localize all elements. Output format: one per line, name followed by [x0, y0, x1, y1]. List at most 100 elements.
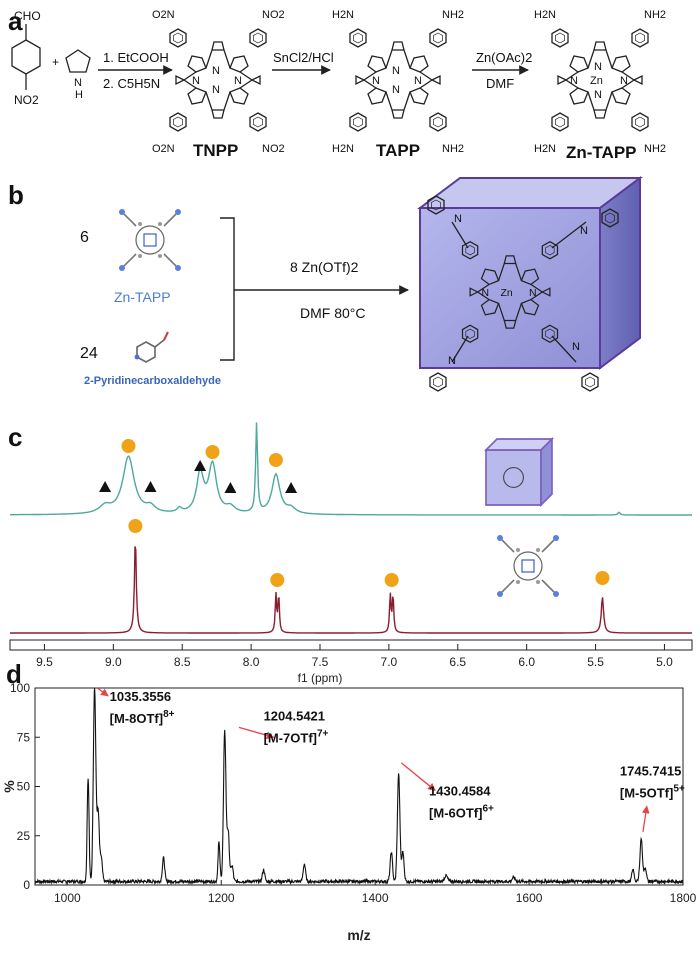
pyridinecarboxaldehyde-3d-model	[134, 331, 169, 363]
ms-peak-charge-label: 6+	[482, 803, 494, 814]
step1-condition-2: 2. C5H5N	[103, 76, 160, 91]
pyrrole-h-label: H	[75, 89, 83, 101]
pyrrole-structure: N H	[65, 49, 91, 101]
nmr-tick-label: 7.0	[381, 655, 398, 669]
cage-nmr-trace	[10, 422, 692, 516]
svg-text:N: N	[234, 75, 242, 87]
ms-y-tick-label: 50	[17, 780, 31, 794]
compound-tapp-label: TAPP	[376, 141, 420, 160]
ms-peak-charge-label: 7+	[317, 729, 329, 740]
cage-thumbnail	[484, 437, 554, 507]
proton-marker-circle	[128, 519, 143, 533]
zntapp-nh2-bl: H2N	[534, 143, 556, 155]
svg-text:N: N	[212, 84, 220, 96]
ms-peak-arrow	[400, 762, 436, 791]
pyrrole-nh-label: N	[74, 77, 82, 89]
cage-cube-illustration: Zn N N N N N N	[417, 176, 643, 392]
nmr-tick-label: 6.5	[449, 655, 466, 669]
tnpp-no2-tr: NO2	[262, 9, 285, 21]
tnpp-structure: N N N N O2N NO2 O2N NO2	[152, 9, 285, 155]
ms-x-tick-label: 1200	[208, 891, 235, 905]
tapp-nh2-bl: H2N	[332, 143, 354, 155]
nitro-group-label: NO2	[14, 93, 39, 107]
nmr-tick-label: 7.5	[312, 655, 329, 669]
tapp-nh2-tl: H2N	[332, 9, 354, 21]
ms-peak-ion-label: [M-7OTf]7+	[264, 729, 329, 746]
tapp-nh2-br: NH2	[442, 143, 464, 155]
tnpp-no2-bl: O2N	[152, 143, 175, 155]
ms-x-tick-label: 1000	[54, 891, 81, 905]
zn-tapp-model-label: Zn-TAPP	[114, 289, 171, 305]
svg-text:N: N	[212, 65, 220, 77]
zn-tapp-structure: N N N N Zn H2N NH2 H2N NH2	[534, 9, 666, 155]
svg-text:N: N	[392, 84, 400, 96]
ms-peak-mz-label: 1035.3556	[110, 689, 171, 704]
proton-marker-triangle	[194, 460, 207, 471]
svg-text:N: N	[594, 89, 602, 101]
ms-peak-arrow	[96, 687, 109, 697]
aldehyde-count: 24	[80, 345, 98, 362]
tapp-thumbnail	[496, 534, 560, 598]
tnpp-no2-tl: O2N	[152, 9, 175, 21]
ms-y-tick-label: 100	[10, 681, 30, 695]
nmr-tick-label: 6.0	[518, 655, 535, 669]
ms-x-axis-label: m/z	[347, 927, 370, 943]
ms-peak-mz-label: 1745.7415	[620, 764, 681, 779]
ms-peak-ion-label: [M-8OTf]8+	[110, 709, 175, 726]
ms-y-tick-label: 0	[23, 878, 30, 892]
step3-condition-2: DMF	[486, 76, 514, 91]
zn-center-label: Zn	[590, 75, 603, 87]
compound-zn-tapp-label: Zn-TAPP	[566, 143, 637, 162]
svg-text:N: N	[482, 288, 490, 299]
tapp-nh2-tr: NH2	[442, 9, 464, 21]
step2-condition: SnCl2/HCl	[273, 50, 334, 65]
ms-x-tick-label: 1400	[362, 891, 389, 905]
ms-x-tick-label: 1800	[670, 891, 697, 905]
proton-marker-circle	[121, 439, 136, 453]
ms-y-tick-label: 25	[17, 829, 31, 843]
step3-condition-1: Zn(OAc)2	[476, 50, 532, 65]
svg-text:N: N	[572, 341, 580, 353]
conditions-label: DMF 80°C	[300, 305, 366, 321]
svg-text:N: N	[529, 288, 537, 299]
ms-peak-charge-label: 5+	[673, 784, 685, 795]
aldehyde-model-label: 2-Pyridinecarboxaldehyde	[84, 375, 221, 387]
tapp-structure: N N N N H2N NH2 H2N NH2	[332, 9, 464, 155]
proton-marker-circle	[268, 453, 283, 467]
ms-peak-ion-label: [M-5OTf]5+	[620, 784, 685, 801]
nmr-tick-label: 9.5	[36, 655, 53, 669]
svg-text:N: N	[414, 75, 422, 87]
tapp-nmr-trace	[10, 546, 692, 634]
ms-peak-arrow	[238, 726, 275, 740]
tnpp-no2-br: NO2	[262, 143, 285, 155]
porphyrin-count: 6	[80, 229, 89, 246]
ms-peak-mz-label: 1430.4584	[429, 783, 491, 798]
nmr-axis-frame	[9, 639, 693, 651]
nmr-x-axis-label: f1 (ppm)	[298, 671, 343, 685]
proton-marker-circle	[595, 571, 610, 585]
svg-text:Zn: Zn	[501, 288, 513, 299]
ms-trace	[34, 687, 684, 886]
nmr-tick-label: 5.5	[587, 655, 604, 669]
ms-peak-arrow	[641, 805, 650, 832]
ms-y-axis-label: %	[1, 780, 17, 793]
panel-label-c: c	[8, 422, 22, 452]
proton-marker-triangle	[99, 481, 112, 492]
svg-text:N: N	[372, 75, 380, 87]
svg-text:N: N	[580, 225, 588, 237]
proton-marker-circle	[270, 573, 285, 587]
panel-label-d: d	[6, 659, 22, 689]
svg-text:N: N	[594, 61, 602, 73]
proton-marker-circle	[384, 573, 399, 587]
panel-label-b: b	[8, 180, 24, 210]
nitrobenzaldehyde-structure: CHO NO2	[11, 9, 41, 107]
svg-text:N: N	[192, 75, 200, 87]
svg-text:N: N	[448, 355, 456, 367]
svg-text:N: N	[620, 75, 628, 87]
nmr-tick-label: 5.0	[656, 655, 673, 669]
zntapp-nh2-tr: NH2	[644, 9, 666, 21]
zn-tapp-3d-model	[118, 208, 182, 272]
reactant-bracket	[220, 217, 235, 361]
